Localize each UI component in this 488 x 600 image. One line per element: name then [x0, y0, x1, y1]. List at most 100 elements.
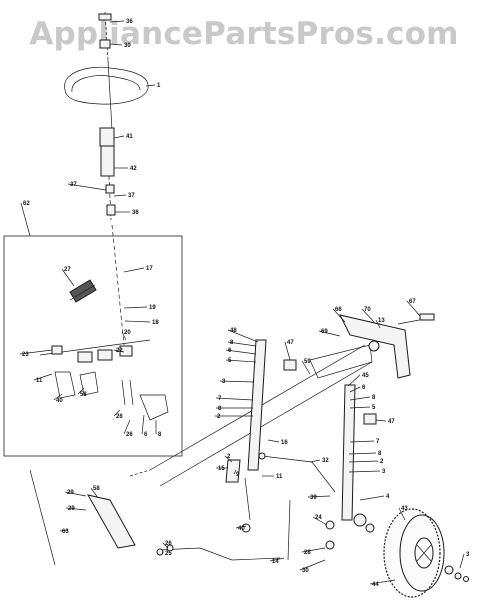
- callout-leader-30: [109, 43, 123, 46]
- callout-leader-27: [61, 268, 75, 287]
- callout-leader-32: [309, 459, 321, 463]
- part-callout-8: 8: [378, 451, 382, 457]
- part-callout-17: 17: [146, 266, 153, 272]
- part-callout-18: 18: [152, 320, 159, 326]
- callout-leader-47: [284, 341, 291, 361]
- callout-leader-29: [65, 507, 87, 511]
- callout-leader-30: [299, 559, 326, 571]
- callout-leader-6: [141, 414, 145, 435]
- part-callout-8: 8: [218, 406, 222, 412]
- part-callout-25: 25: [165, 551, 172, 557]
- callout-leader-11: [33, 373, 53, 381]
- part-callout-3: 3: [222, 379, 226, 385]
- front-wheel: [383, 508, 469, 598]
- part-callout-7: 7: [376, 439, 380, 445]
- part-callout-28: 28: [304, 550, 311, 556]
- callout-leader-66: [332, 308, 346, 323]
- drag-link: [241, 452, 336, 561]
- spindle-right: [341, 384, 377, 533]
- part-callout-8: 8: [230, 340, 234, 346]
- part-callout-26: 26: [165, 541, 172, 547]
- part-callout-37: 37: [70, 182, 77, 188]
- callout-leader-22: [113, 349, 125, 353]
- part-callout-67: 67: [409, 299, 416, 305]
- callout-leader-40: [235, 525, 247, 529]
- part-callout-11: 11: [36, 378, 43, 384]
- callout-leader-25: [161, 551, 164, 554]
- part-callout-7: 7: [218, 396, 222, 402]
- callout-leader-26: [113, 409, 121, 417]
- part-callout-36: 36: [126, 19, 133, 25]
- part-callout-23: 23: [22, 352, 29, 358]
- part-callout-5: 5: [228, 358, 232, 364]
- part-callout-40: 40: [56, 398, 63, 404]
- part-callout-43: 43: [401, 506, 408, 512]
- callout-leader-62: [20, 202, 31, 237]
- part-callout-47: 47: [388, 419, 395, 425]
- callout-leader-45: [347, 374, 361, 387]
- part-callout-44: 44: [372, 582, 379, 588]
- callout-leader-58: [90, 487, 99, 499]
- part-callout-47: 47: [287, 340, 294, 346]
- part-callout-22: 22: [116, 348, 123, 354]
- spindle-left: [225, 339, 297, 483]
- part-callout-2: 2: [380, 459, 384, 465]
- callout-leader-41: [113, 135, 125, 139]
- part-callout-2: 2: [227, 454, 231, 460]
- steering-gear-box: [3, 235, 183, 457]
- part-callout-6: 6: [362, 385, 366, 391]
- callout-leader-37: [113, 194, 127, 197]
- callout-leader-4: [359, 495, 385, 501]
- part-callout-20: 20: [124, 330, 131, 336]
- part-callout-16: 16: [281, 440, 288, 446]
- part-callout-5: 5: [372, 405, 376, 411]
- callout-leader-7: [349, 440, 375, 443]
- lower-bracket: [29, 469, 281, 566]
- callout-leader-67: [406, 300, 421, 317]
- part-callout-37: 37: [128, 193, 135, 199]
- callout-leader-69: [318, 330, 341, 337]
- callout-leader-2: [224, 455, 233, 463]
- part-callout-14: 14: [272, 559, 279, 565]
- part-callout-32: 32: [322, 458, 329, 464]
- steering-wheel: [64, 66, 149, 105]
- part-callout-45: 45: [362, 373, 369, 379]
- part-callout-1: 1: [157, 83, 161, 89]
- callout-leader-3: [348, 470, 381, 473]
- part-callout-41: 41: [126, 134, 133, 140]
- callout-leader-5: [225, 359, 257, 363]
- part-callout-8: 8: [158, 432, 162, 438]
- callout-leader-6: [349, 386, 361, 393]
- part-callout-26: 26: [126, 432, 133, 438]
- part-callout-30: 30: [124, 43, 131, 49]
- callout-leader-6: [225, 349, 257, 355]
- callout-leader-43: [398, 507, 406, 521]
- callout-leader-1: [145, 84, 156, 87]
- callout-leader-13: [375, 319, 381, 329]
- callout-leader-16: [267, 439, 280, 443]
- part-callout-29: 29: [67, 490, 74, 496]
- part-callout-36: 36: [132, 210, 139, 216]
- callout-leader-29: [64, 491, 87, 497]
- part-callout-11: 11: [276, 474, 283, 480]
- callout-leader-7: [215, 397, 254, 401]
- part-callout-8: 8: [372, 395, 376, 401]
- part-callout-9: 9: [236, 472, 240, 478]
- part-callout-3: 3: [382, 469, 386, 475]
- steering-bracket: [339, 313, 435, 379]
- callout-leader-8: [349, 396, 371, 401]
- callout-leader-59: [301, 360, 311, 375]
- part-callout-24: 24: [315, 515, 322, 521]
- part-callout-6: 6: [144, 432, 148, 438]
- part-callout-58: 58: [93, 486, 100, 492]
- callout-leader-8: [227, 341, 257, 347]
- callout-leader-2: [348, 460, 379, 463]
- part-callout-19: 19: [149, 305, 156, 311]
- callout-leader-48: [227, 329, 259, 343]
- part-callout-63: 63: [62, 529, 69, 535]
- callout-leader-36: [109, 20, 125, 23]
- callout-leader-19: [123, 306, 148, 309]
- callout-leader-24: [312, 516, 328, 526]
